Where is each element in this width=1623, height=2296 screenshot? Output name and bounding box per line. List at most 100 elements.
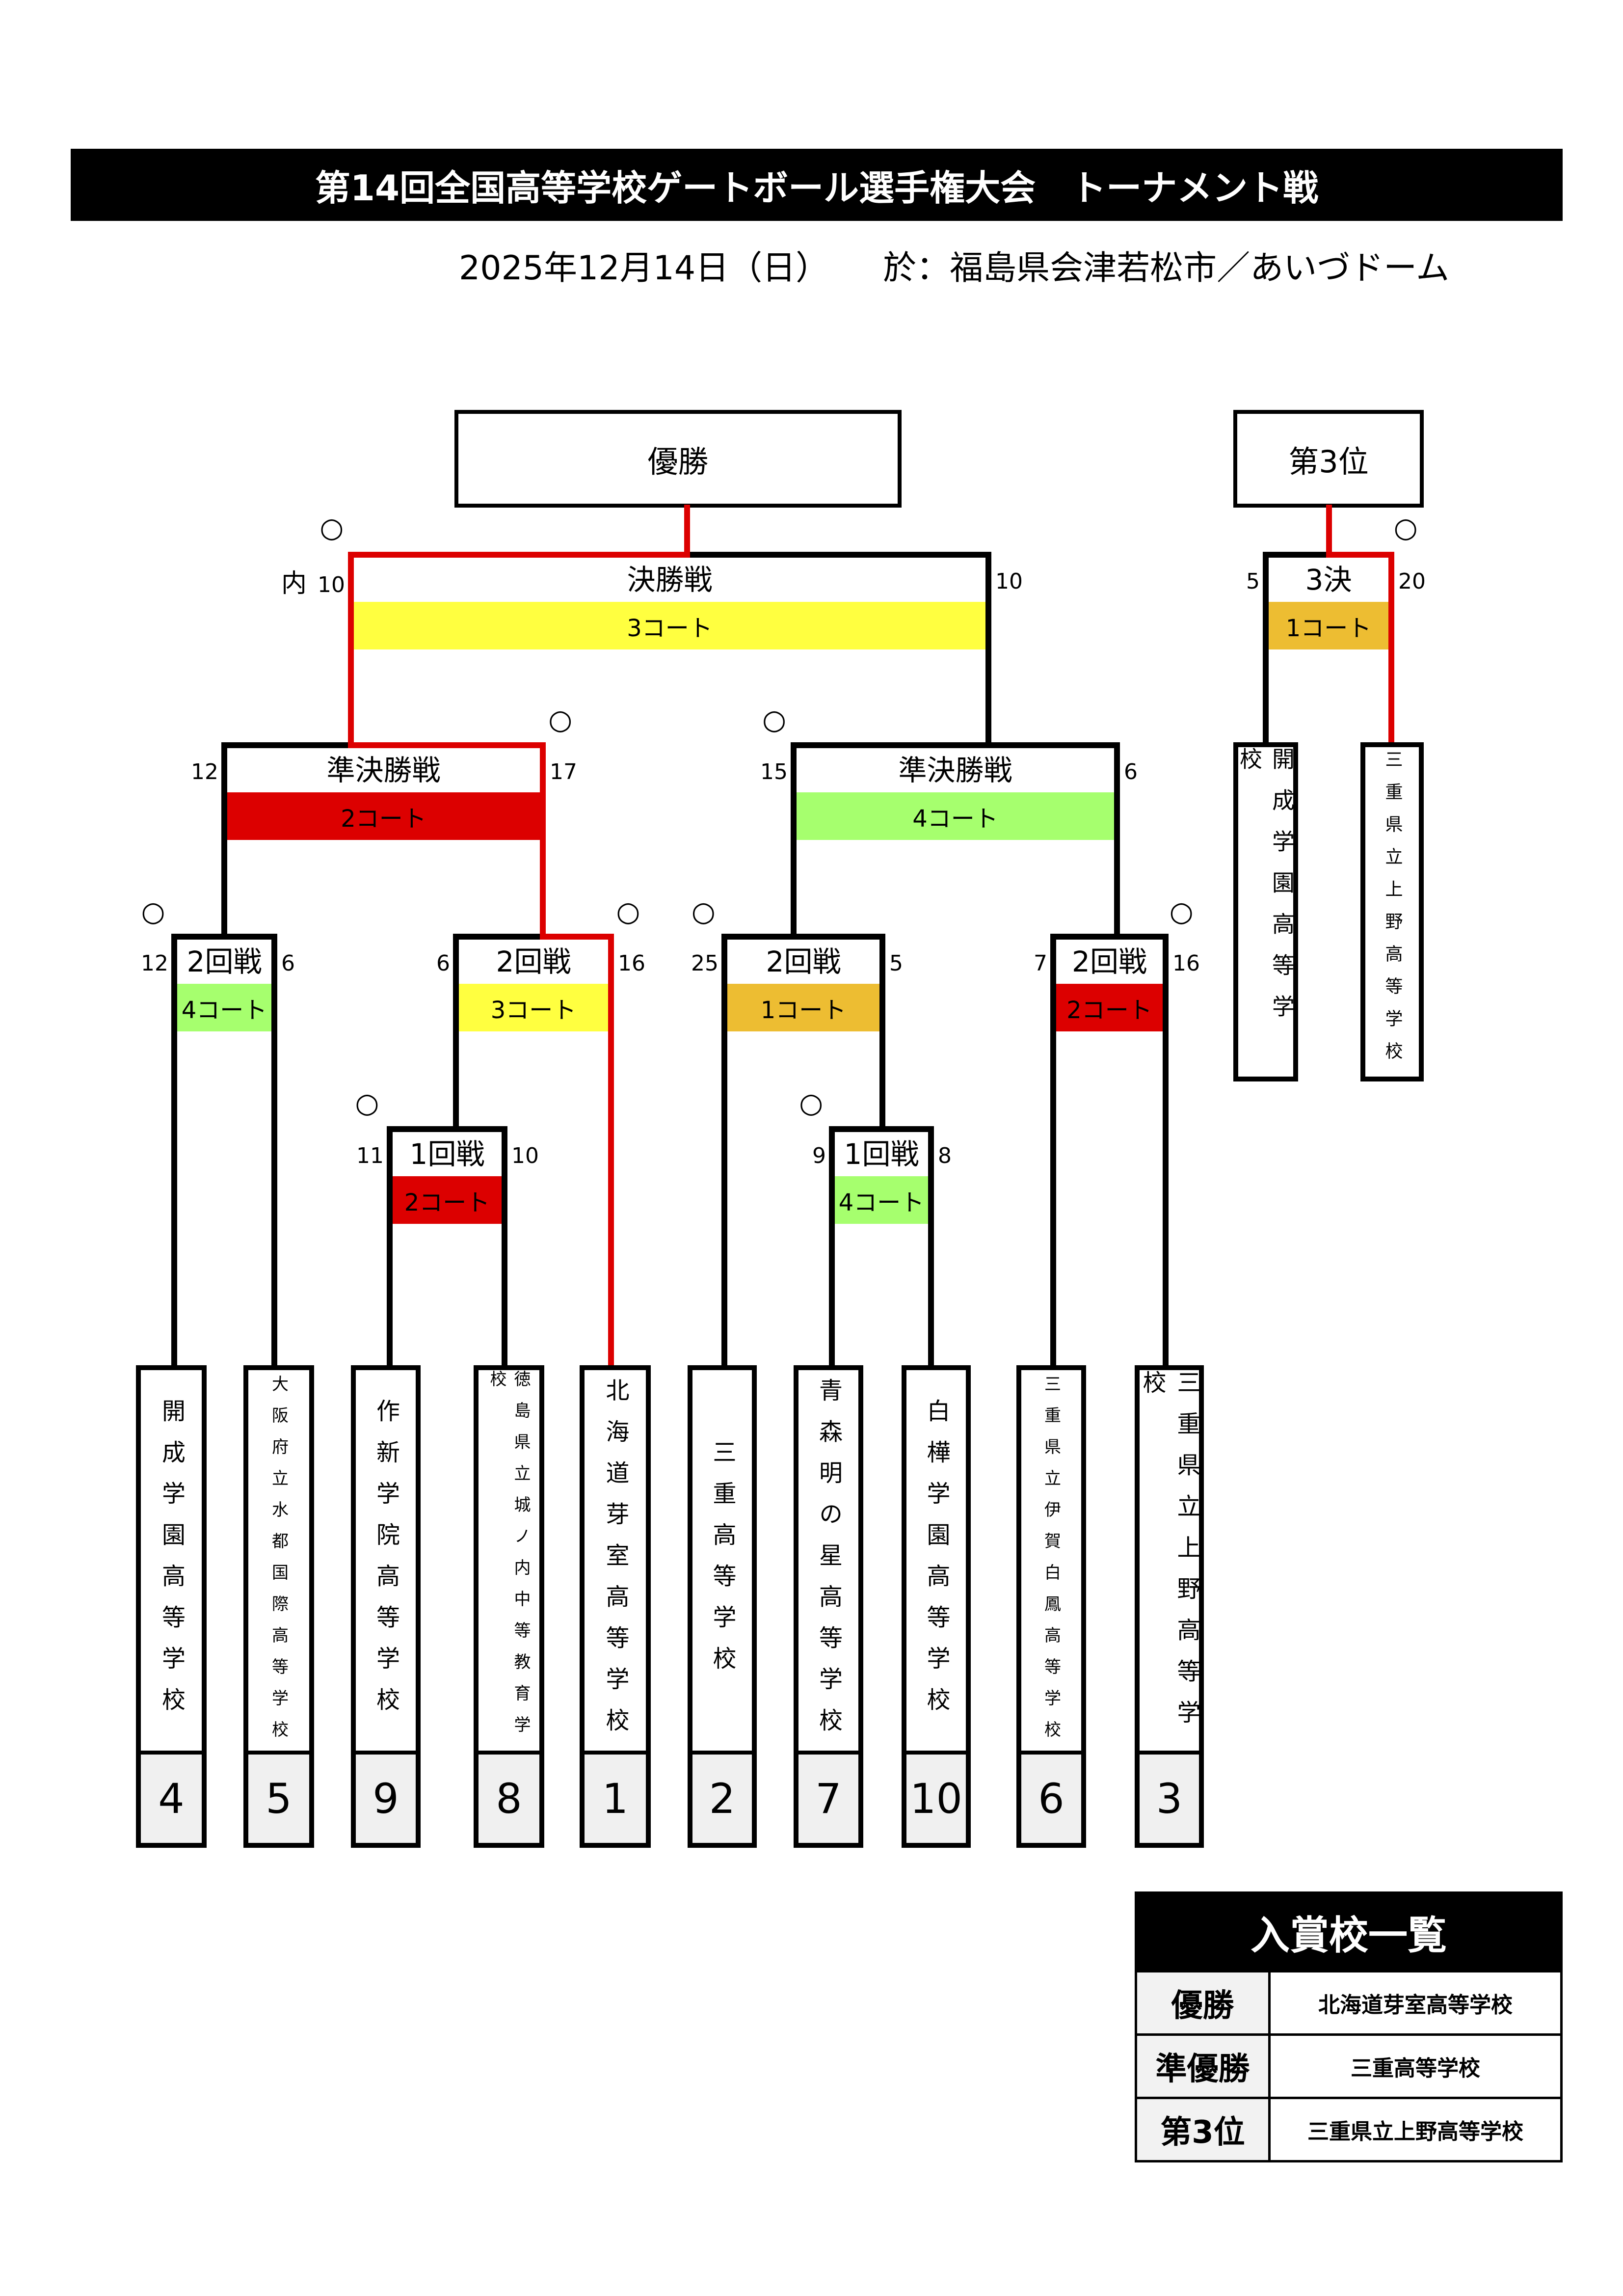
- match-label: 2回戦: [766, 945, 841, 978]
- score-left: 12: [141, 953, 168, 974]
- win-mark-icon: ○: [141, 895, 165, 928]
- bracket-line: [791, 742, 1120, 748]
- team-name: 開成学園高等学校: [158, 1398, 185, 1729]
- awards-table: 入賞校一覧 優勝 北海道芽室高等学校 準優勝 三重高等学校 第3位 三重県立上野…: [1135, 1891, 1563, 2162]
- team-name: 作新学院高等学校: [372, 1398, 399, 1729]
- win-mark-icon: ○: [319, 512, 344, 544]
- bracket-line: [721, 934, 885, 940]
- winner-path-line: [348, 742, 546, 748]
- winner-path-line: [684, 505, 690, 558]
- match-label: 準決勝戦: [326, 754, 441, 787]
- bracket-line: [221, 742, 227, 940]
- court-label: 2コート: [1056, 984, 1163, 1031]
- award-row-third: 第3位 三重県立上野高等学校: [1137, 2097, 1560, 2160]
- bracket-line: [791, 742, 797, 940]
- win-mark-icon: ○: [1169, 895, 1194, 928]
- bracket-line: [829, 1126, 835, 1371]
- award-row-runner-up: 準優勝 三重高等学校: [1137, 2033, 1560, 2097]
- team-name: 三重高等学校: [708, 1439, 736, 1687]
- team-name: 三重県立伊賀白鳳高等学校: [1041, 1375, 1061, 1752]
- third-place-box: 第3位: [1233, 410, 1424, 508]
- award-label: 準優勝: [1137, 2036, 1271, 2097]
- win-mark-icon: ○: [355, 1087, 379, 1120]
- score-value: 15: [760, 759, 788, 784]
- team-name: 三重県立上野高等学校: [1138, 1370, 1200, 1741]
- team-seed-number: 6: [1021, 1751, 1081, 1843]
- win-mark-icon: ○: [691, 895, 716, 928]
- court-label: 4コート: [797, 792, 1114, 840]
- team-name: 開成学園高等学校: [1236, 747, 1295, 1036]
- team-seed-number: 1: [585, 1751, 646, 1843]
- team-seed-number: 3: [1140, 1751, 1199, 1843]
- score-left: 25: [691, 953, 718, 974]
- match-label: 3決: [1305, 563, 1352, 596]
- score-left: 7: [1034, 953, 1047, 974]
- bracket-line: [502, 1126, 507, 1371]
- score-value: 7: [1034, 951, 1047, 976]
- team-seed-number: 5: [248, 1751, 309, 1843]
- score-value: 25: [691, 951, 718, 976]
- winner-path-line: [348, 552, 354, 748]
- team-name: 北海道芽室高等学校: [601, 1378, 629, 1749]
- champion-box: 優勝: [454, 410, 902, 508]
- score-left: 15: [760, 761, 788, 783]
- team-seed-number: 4: [141, 1751, 202, 1843]
- bracket-line: [1263, 552, 1269, 748]
- bracket-line: [721, 934, 727, 1371]
- award-school: 北海道芽室高等学校: [1318, 1993, 1513, 2018]
- awards-title: 入賞校一覧: [1137, 1894, 1560, 1970]
- match-label: 準決勝戦: [898, 754, 1012, 787]
- court-label: 3コート: [354, 602, 985, 649]
- bracket-line: [1050, 934, 1056, 1371]
- winner-path-line: [348, 552, 690, 558]
- bracket-line: [387, 1126, 393, 1371]
- court-label: 3コート: [459, 984, 608, 1031]
- bracket-line: [829, 1126, 934, 1132]
- score-left: 6: [436, 953, 450, 974]
- score-left: 11: [356, 1145, 384, 1167]
- team-seed-number: 8: [479, 1751, 539, 1843]
- match-label: 1回戦: [844, 1137, 919, 1171]
- bracket-line: [171, 934, 277, 940]
- bracket-line: [453, 934, 459, 1132]
- winner-path-line: [1326, 505, 1332, 558]
- court-label: 2コート: [227, 792, 540, 840]
- score-right: 20: [1398, 569, 1426, 594]
- event-date: 2025年12月14日（日）: [459, 249, 829, 288]
- team-seed-number: 9: [356, 1751, 416, 1843]
- match-label: 2回戦: [1072, 945, 1147, 978]
- bracket-line: [1163, 934, 1169, 1371]
- team-slot: 作新学院高等学校 9: [351, 1365, 421, 1848]
- win-mark-icon: ○: [548, 703, 573, 736]
- team-name: 三重県立上野高等学校: [1382, 750, 1403, 1074]
- team-slot: 三重県立上野高等学校 3: [1135, 1365, 1204, 1848]
- bracket-line: [387, 1126, 507, 1132]
- bracket-line: [171, 934, 177, 1371]
- team-name: 大阪府立水都国際高等学校: [268, 1375, 289, 1752]
- score-right: 10: [995, 569, 1023, 594]
- score-value: 9: [812, 1143, 826, 1168]
- score-right: 17: [550, 759, 577, 784]
- team-name: 徳島県立城ノ内中等教育学校: [487, 1370, 531, 1747]
- win-mark-icon: ○: [1393, 512, 1418, 544]
- award-row-champion: 優勝 北海道芽室高等学校: [1137, 1970, 1560, 2033]
- score-left: 5: [1246, 571, 1260, 593]
- team-name: 青森明の星高等学校: [815, 1378, 842, 1749]
- winner-path-line: [540, 742, 546, 940]
- score-right: 10: [511, 1143, 539, 1168]
- bracket-line: [1114, 742, 1120, 940]
- tournament-title: 第14回全国高等学校ゲートボール選手権大会 トーナメント戦: [71, 149, 1563, 221]
- inner-court-marker: 内: [281, 569, 307, 598]
- team-slot: 開成学園高等学校 4: [136, 1365, 207, 1848]
- bracket-line: [271, 934, 277, 1371]
- score-right: 8: [938, 1143, 952, 1168]
- match-label: 2回戦: [186, 945, 262, 978]
- win-mark-icon: ○: [762, 703, 787, 736]
- court-label: 1コート: [1269, 602, 1388, 649]
